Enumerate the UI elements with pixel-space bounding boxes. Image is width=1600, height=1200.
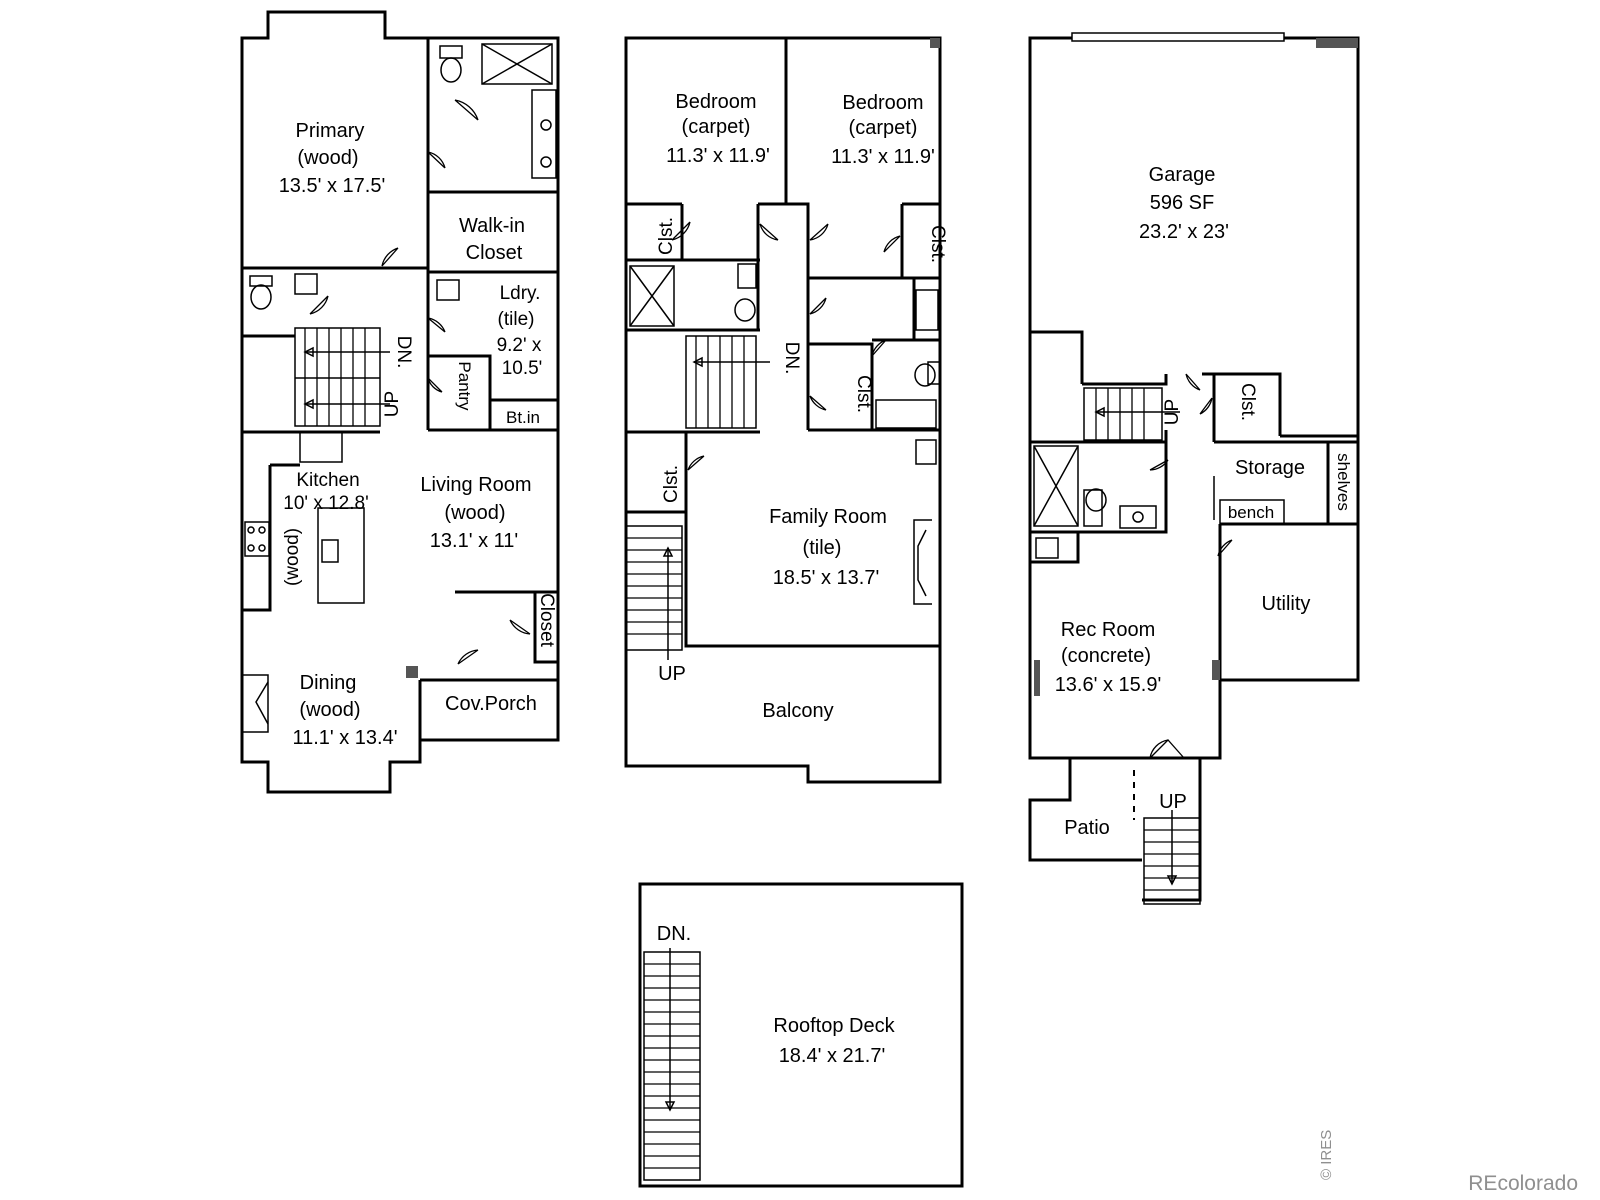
closet-label: Closet [536, 593, 557, 648]
lower-stairs [1083, 387, 1201, 905]
primary-floor-label: (wood) [297, 147, 358, 169]
covered-porch-label: Cov.Porch [445, 693, 537, 715]
kitchen-label: Kitchen [296, 470, 359, 491]
upper-floor [624, 36, 942, 784]
builtin-label: Bt.in [506, 408, 540, 427]
upper-closet-label-3: Clst. [853, 375, 874, 413]
laundry-size-label-2: 10.5' [502, 358, 543, 379]
upper-stairs-dn-label: DN. [781, 342, 802, 375]
main-stairs [294, 327, 390, 427]
primary-label: Primary [296, 120, 365, 142]
patio-label: Patio [1064, 817, 1110, 839]
upper-closet-label-2: Clst. [927, 225, 948, 263]
dining-label: Dining [300, 672, 357, 694]
walkin-label: Walk-in [459, 215, 525, 237]
dining-floor-label: (wood) [299, 699, 360, 721]
walkin-label-2: Closet [466, 242, 523, 264]
rooftop-stairs-dn-label: DN. [657, 923, 691, 945]
rec-room-size-label: 13.6' x 15.9' [1055, 674, 1162, 696]
family-room-floor-label: (tile) [803, 537, 842, 559]
living-room-floor-label: (wood) [444, 502, 505, 524]
family-room-size-label: 18.5' x 13.7' [773, 567, 880, 589]
rec-room-floor-label: (concrete) [1061, 645, 1151, 667]
lower-stairs-up-label: UP [1162, 399, 1183, 425]
ires-watermark: © IRES [1318, 1129, 1335, 1180]
main-stairs-dn-label: DN. [393, 336, 414, 369]
primary-size-label: 13.5' x 17.5' [279, 175, 386, 197]
shelves-label: shelves [1334, 453, 1353, 511]
kitchen-floor-label: (wood) [282, 528, 303, 586]
dining-size-label: 11.1' x 13.4' [292, 727, 397, 749]
rooftop-deck-label: Rooftop Deck [773, 1015, 895, 1037]
upper-stairs-up-label: UP [658, 663, 686, 685]
living-room-label: Living Room [420, 474, 531, 496]
upper-stairs [625, 335, 770, 660]
storage-label: Storage [1235, 457, 1305, 479]
pantry-label: Pantry [455, 361, 474, 411]
upper-closet-label-1: Clst. [656, 217, 677, 255]
laundry-floor-label: (tile) [498, 309, 535, 330]
lower-closet-label: Clst. [1237, 383, 1258, 421]
living-room-size-label: 13.1' x 11' [430, 530, 518, 552]
laundry-size-label-1: 9.2' x [497, 335, 542, 356]
bedroom-1-size-label: 11.3' x 11.9' [666, 145, 770, 167]
rooftop-floor [638, 882, 964, 1188]
upper-closet-label-4: Clst. [661, 465, 682, 503]
kitchen-size-label: 10' x 12.8' [283, 493, 368, 514]
lower-floor [1028, 32, 1360, 905]
bedroom-2-size-label: 11.3' x 11.9' [831, 146, 935, 168]
recolorado-watermark: REcolorado [1468, 1172, 1578, 1195]
bench-label: bench [1228, 503, 1274, 522]
bedroom-1-label: Bedroom [675, 91, 756, 113]
rec-room-label: Rec Room [1061, 619, 1155, 641]
balcony-label: Balcony [762, 700, 833, 722]
rooftop-stairs [643, 948, 701, 1181]
utility-label: Utility [1262, 593, 1311, 615]
main-stairs-up-label: UP [382, 391, 403, 417]
bedroom-2-floor-label: (carpet) [849, 117, 918, 139]
rooftop-deck-size-label: 18.4' x 21.7' [779, 1045, 886, 1067]
bedroom-1-floor-label: (carpet) [682, 116, 751, 138]
garage-area-label: 596 SF [1150, 192, 1214, 214]
laundry-label: Ldry. [500, 283, 541, 304]
garage-label: Garage [1149, 164, 1216, 186]
bedroom-2-label: Bedroom [842, 92, 923, 114]
garage-size-label: 23.2' x 23' [1139, 221, 1229, 243]
main-floor [240, 10, 560, 794]
family-room-label: Family Room [769, 506, 887, 528]
patio-stairs-up-label: UP [1159, 791, 1187, 813]
